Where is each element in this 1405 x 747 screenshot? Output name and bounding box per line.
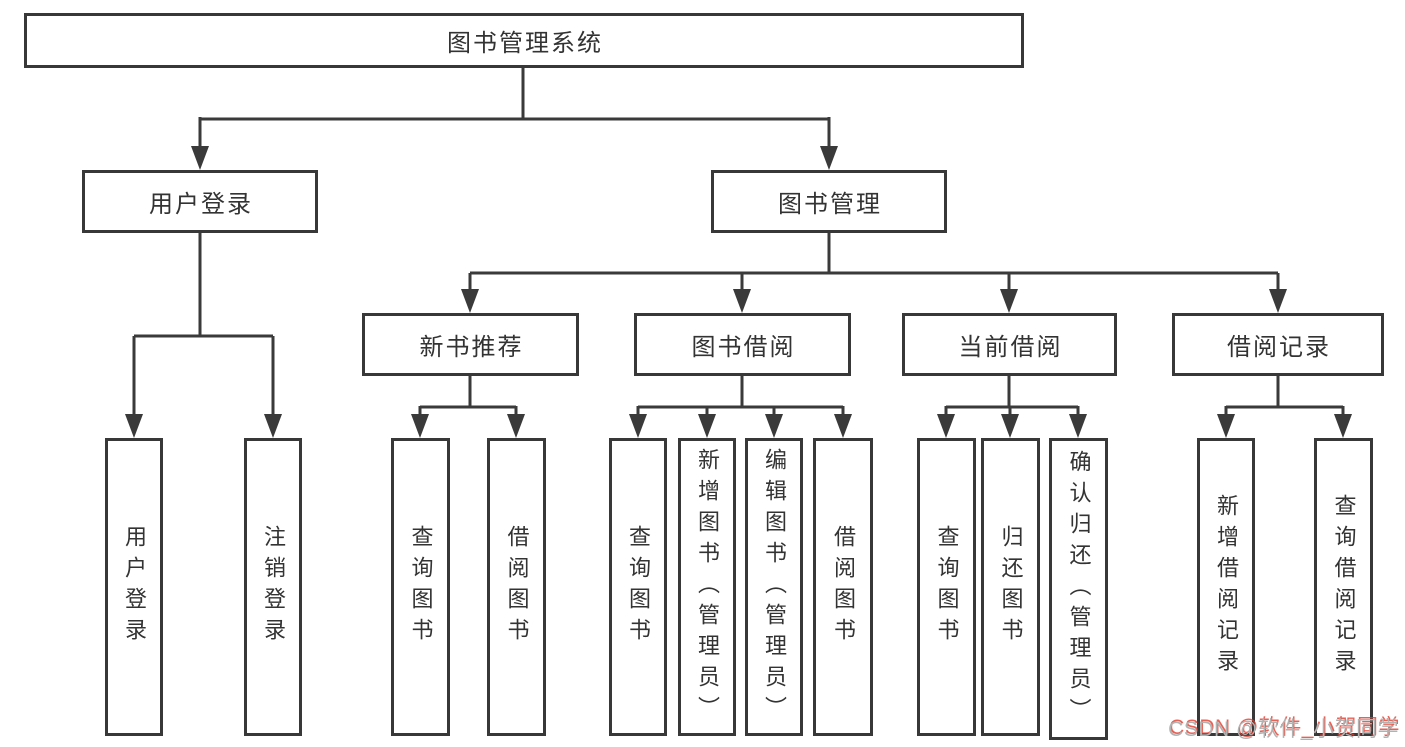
arrow-into-br-add [1217, 414, 1235, 438]
arrow-into-book-mgmt [820, 146, 838, 170]
arrow-into-cb-return [1001, 414, 1019, 438]
node-user-login-label: 用户登录 [149, 191, 253, 218]
leaf-bb-borrow-label: 借阅图书 [831, 525, 856, 649]
connector-book-mgmt-children [468, 233, 1280, 291]
leaf-bb-edit-label: 编辑图书（管理员） [762, 447, 787, 727]
leaf-user-login-label: 用户登录 [122, 525, 147, 649]
leaf-nb-borrow-label: 借阅图书 [504, 525, 530, 649]
arrow-into-br-query [1334, 414, 1352, 438]
leaf-bb-query: 查询图书 [609, 438, 667, 736]
leaf-br-add-label: 新增借阅记录 [1214, 494, 1239, 680]
arrow-into-cb-query [937, 414, 955, 438]
leaf-bb-add-label: 新增图书（管理员） [695, 447, 720, 727]
leaf-bb-query-label: 查询图书 [626, 525, 651, 649]
node-root-system-label: 图书管理系统 [447, 30, 603, 57]
connector-new-book-rec-children [418, 376, 518, 416]
leaf-logout: 注销登录 [244, 438, 302, 736]
node-root-system: 图书管理系统 [24, 13, 1024, 68]
leaf-logout-label: 注销登录 [261, 525, 286, 649]
arrow-into-leaf-logout [264, 414, 282, 438]
leaf-cb-return-label: 归还图书 [998, 525, 1024, 649]
node-user-login: 用户登录 [82, 170, 318, 233]
node-book-mgmt-label: 图书管理 [778, 191, 882, 218]
leaf-cb-return: 归还图书 [981, 438, 1040, 736]
leaf-nb-query: 查询图书 [391, 438, 450, 736]
leaf-nb-borrow: 借阅图书 [487, 438, 546, 736]
connector-user-login-children [132, 233, 275, 416]
leaf-cb-query: 查询图书 [917, 438, 976, 736]
leaf-br-query-label: 查询借阅记录 [1331, 494, 1357, 680]
arrow-into-bb-edit [765, 414, 783, 438]
node-new-book-rec: 新书推荐 [362, 313, 579, 376]
connector-root-to-level2 [198, 68, 831, 148]
node-borrow-records-label: 借阅记录 [1227, 334, 1331, 361]
connector-borrow-records-children [1224, 376, 1345, 416]
leaf-br-add: 新增借阅记录 [1197, 438, 1255, 736]
leaf-bb-add: 新增图书（管理员） [678, 438, 736, 736]
arrow-into-nb-query [411, 414, 429, 438]
arrow-into-book-borrow [733, 289, 751, 313]
arrow-into-leaf-user-login [125, 414, 143, 438]
arrow-into-new-book-rec [461, 289, 479, 313]
arrow-into-user-login [191, 146, 209, 170]
leaf-cb-confirm: 确认归还（管理员） [1049, 438, 1108, 740]
arrow-into-bb-add [698, 414, 716, 438]
csdn-watermark: CSDN @软件_小贺同学 [1168, 718, 1399, 741]
node-current-borrow-label: 当前借阅 [958, 334, 1063, 361]
leaf-bb-edit: 编辑图书（管理员） [745, 438, 803, 736]
connector-current-borrow-children [944, 376, 1080, 416]
leaf-cb-confirm-label: 确认归还（管理员） [1066, 449, 1092, 729]
leaf-nb-query-label: 查询图书 [408, 525, 434, 649]
leaf-bb-borrow: 借阅图书 [813, 438, 873, 736]
leaf-br-query: 查询借阅记录 [1314, 438, 1373, 736]
leaf-cb-query-label: 查询图书 [934, 525, 960, 649]
arrow-into-current-borrow [1000, 289, 1018, 313]
node-book-borrow: 图书借阅 [634, 313, 851, 376]
arrow-into-cb-confirm [1069, 414, 1087, 438]
connector-book-borrow-children [636, 376, 845, 416]
node-book-borrow-label: 图书借阅 [691, 334, 796, 361]
arrow-into-nb-borrow [507, 414, 525, 438]
leaf-user-login: 用户登录 [105, 438, 163, 736]
node-new-book-rec-label: 新书推荐 [419, 334, 524, 361]
arrow-into-bb-borrow [834, 414, 852, 438]
arrow-into-bb-query [629, 414, 647, 438]
arrow-into-borrow-records [1269, 289, 1287, 313]
node-book-mgmt: 图书管理 [711, 170, 947, 233]
node-current-borrow: 当前借阅 [902, 313, 1117, 376]
node-borrow-records: 借阅记录 [1172, 313, 1384, 376]
